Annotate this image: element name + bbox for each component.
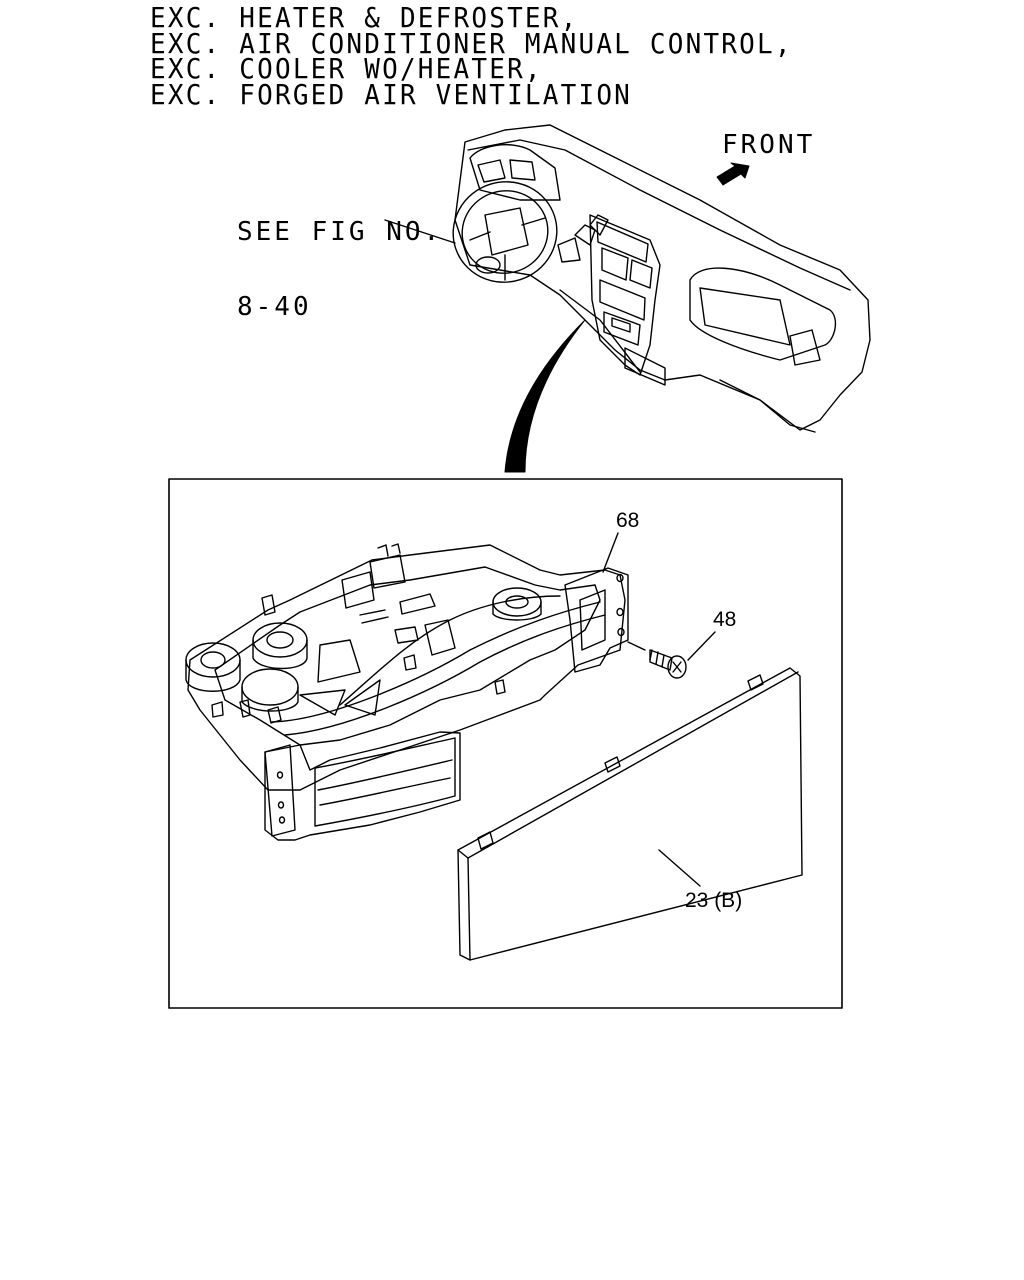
control-bracket bbox=[185, 532, 629, 841]
dashboard-illustration bbox=[384, 124, 871, 433]
note-line-4: EXC. FORGED AIR VENTILATION bbox=[150, 79, 633, 111]
see-fig-number: 8-40 bbox=[237, 292, 312, 322]
applicability-notes: EXC. HEATER & DEFROSTER, EXC. AIR CONDIT… bbox=[150, 2, 793, 111]
front-label: FRONT bbox=[722, 130, 816, 160]
note-line-2: EXC. AIR CONDITIONER MANUAL CONTROL, bbox=[150, 28, 793, 60]
note-line-1: EXC. HEATER & DEFROSTER, bbox=[150, 2, 579, 35]
front-arrow-icon bbox=[716, 162, 750, 186]
detail-frame bbox=[168, 478, 843, 1009]
blank-panel-part bbox=[457, 667, 803, 961]
note-line-3: EXC. COOLER WO/HEATER, bbox=[150, 53, 543, 86]
part-callout-23b: 23 (B) bbox=[685, 889, 743, 912]
see-fig-label: SEE FIG NO. 8-40 bbox=[237, 170, 442, 370]
detail-callout-arrow bbox=[504, 319, 586, 473]
screw-part bbox=[627, 631, 716, 679]
part-callout-68: 68 bbox=[616, 509, 640, 532]
see-fig-text: SEE FIG NO. bbox=[237, 217, 443, 247]
part-callout-48: 48 bbox=[713, 608, 737, 631]
